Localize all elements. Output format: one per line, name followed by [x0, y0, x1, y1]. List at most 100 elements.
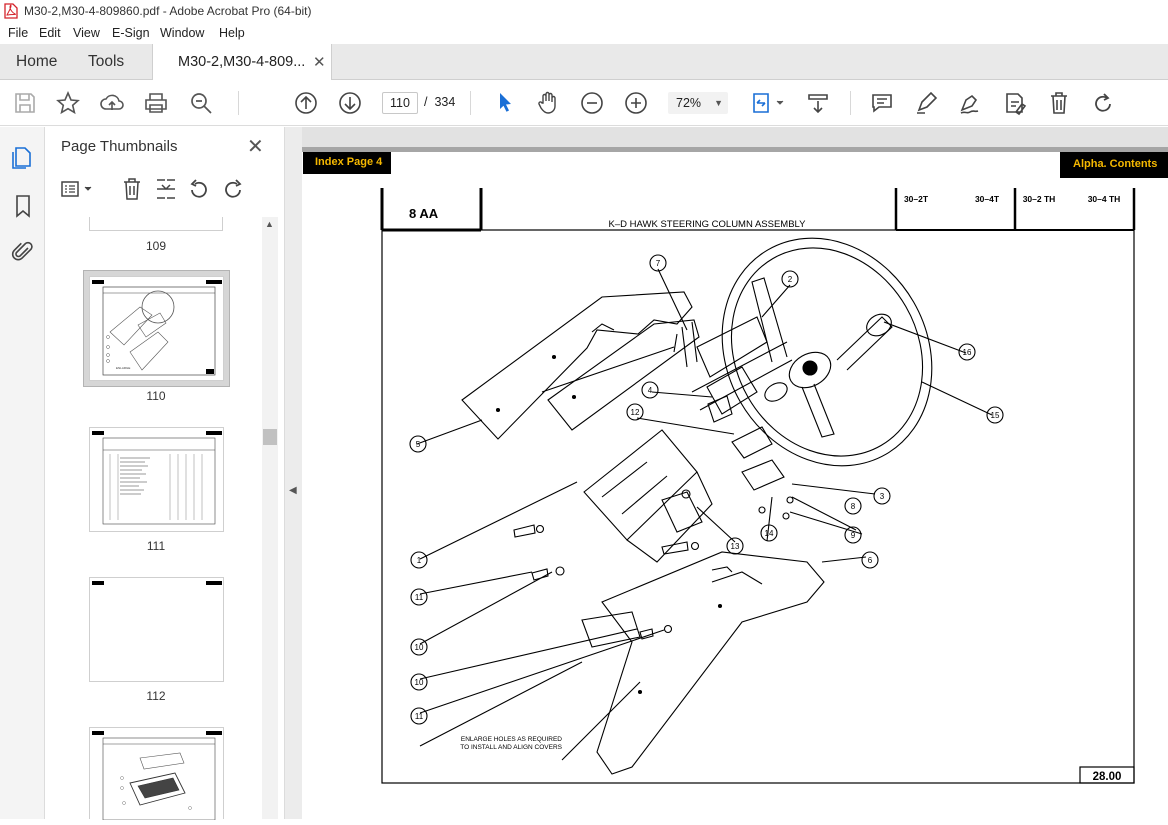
thumbnail-label: 112	[146, 689, 166, 703]
delete-pages-icon[interactable]	[120, 177, 144, 201]
upload-icon[interactable]	[99, 90, 125, 116]
bookmark-star-icon[interactable]	[55, 90, 81, 116]
thumbnails-scrollbar[interactable]: ▲	[262, 217, 278, 819]
model-label: 30–4T	[975, 194, 1000, 204]
callout-label: 2	[788, 275, 793, 284]
zoom-out-icon[interactable]	[579, 90, 605, 116]
extract-pages-icon[interactable]	[154, 177, 178, 201]
close-panel-icon[interactable]: ✕	[247, 136, 264, 158]
page-number-input[interactable]: 110	[382, 92, 418, 114]
callout-label: 8	[851, 502, 856, 511]
edit-pdf-icon[interactable]	[1002, 90, 1028, 116]
toolbar-divider	[470, 91, 471, 115]
acrobat-logo-icon	[4, 3, 18, 19]
panel-splitter[interactable]: ◀	[285, 127, 302, 819]
next-page-icon[interactable]	[337, 90, 363, 116]
select-cursor-icon[interactable]	[492, 90, 518, 116]
callout-label: 13	[731, 542, 740, 551]
menu-view[interactable]: View	[73, 26, 100, 40]
window-title: M30-2,M30-4-809860.pdf - Adobe Acrobat P…	[24, 4, 312, 18]
callout-label: 5	[416, 440, 421, 449]
menu-esign[interactable]: E-Sign	[112, 26, 150, 40]
close-tab-icon[interactable]: ✕	[313, 54, 326, 71]
steering-column-diagram: 7 2 16 15 4 12 5 3 8 9 14 13 6 1 11 10 1…	[380, 188, 1136, 784]
callout-label: 4	[648, 386, 653, 395]
delete-icon[interactable]	[1046, 90, 1072, 116]
tab-bar: Home Tools M30-2,M30-4-809... ✕	[0, 44, 1168, 81]
page-thumbnail-110[interactable]: ENLARGE	[89, 276, 224, 381]
bookmarks-icon[interactable]	[10, 193, 36, 219]
page-count: / 334	[424, 95, 456, 109]
callout-label: 10	[415, 678, 424, 687]
menu-help[interactable]: Help	[219, 26, 245, 40]
callout-label: 10	[415, 643, 424, 652]
page-thumbnail-112[interactable]	[89, 577, 224, 682]
toolbar-divider	[238, 91, 239, 115]
page-thumbnails-icon[interactable]	[10, 145, 36, 171]
callout-label: 3	[880, 492, 885, 501]
thumbnail-label: 111	[146, 539, 166, 553]
tab-home[interactable]: Home	[16, 53, 58, 70]
menu-file[interactable]: File	[8, 26, 29, 40]
tab-tools[interactable]: Tools	[88, 53, 125, 70]
callout-label: 9	[851, 531, 856, 540]
tab-document[interactable]: M30-2,M30-4-809... ✕	[152, 44, 332, 81]
callout-label: 11	[415, 712, 424, 721]
thumbnail-options-menu[interactable]	[60, 177, 96, 201]
fit-page-icon[interactable]	[750, 90, 786, 116]
page-thumbnail-113[interactable]	[89, 727, 224, 821]
print-icon[interactable]	[143, 90, 169, 116]
callout-label: 14	[765, 529, 774, 538]
find-zoom-icon[interactable]	[188, 90, 214, 116]
draw-sign-icon[interactable]	[957, 90, 983, 116]
menu-window[interactable]: Window	[160, 26, 205, 40]
scroll-up-icon[interactable]: ▲	[265, 219, 274, 229]
section-code: 8 AA	[409, 206, 439, 221]
hand-tool-icon[interactable]	[535, 90, 561, 116]
rotate-right-icon[interactable]	[221, 177, 245, 201]
page-thumbnail-111[interactable]	[89, 427, 224, 532]
note-line: TO INSTALL AND ALIGN COVERS	[460, 744, 562, 751]
document-view[interactable]: Index Page 4 Alpha. Contents	[302, 127, 1168, 819]
menu-edit[interactable]: Edit	[39, 26, 61, 40]
pdf-page: Index Page 4 Alpha. Contents	[302, 147, 1168, 819]
panel-title: Page Thumbnails	[61, 138, 178, 155]
model-label: 30–4 TH	[1088, 194, 1121, 204]
toolbar-divider	[850, 91, 851, 115]
thumbnail-label: 109	[145, 239, 167, 253]
index-page-link[interactable]: Index Page 4	[303, 152, 391, 174]
callout-label: 11	[415, 593, 424, 602]
callout-label: 12	[631, 408, 640, 417]
alpha-contents-link[interactable]: Alpha. Contents	[1060, 152, 1168, 178]
left-navigation-rail	[0, 127, 45, 819]
save-icon[interactable]	[12, 90, 38, 116]
rotate-icon[interactable]	[1090, 90, 1116, 116]
menu-bar: File Edit View E-Sign Window Help	[0, 22, 1168, 44]
zoom-in-icon[interactable]	[623, 90, 649, 116]
callout-label: 1	[417, 556, 422, 565]
previous-page-icon[interactable]	[293, 90, 319, 116]
rotate-left-icon[interactable]	[187, 177, 211, 201]
thumbnail-label: 110	[146, 389, 166, 403]
callout-label: 7	[656, 259, 661, 268]
page-number-label: 28.00	[1093, 771, 1122, 783]
note-line: ENLARGE HOLES AS REQUIRED	[461, 736, 562, 743]
scroll-mode-icon[interactable]	[805, 90, 831, 116]
callout-label: 15	[991, 411, 1000, 420]
comment-icon[interactable]	[869, 90, 895, 116]
attachments-icon[interactable]	[10, 239, 36, 265]
page-thumbnails-panel: Page Thumbnails ✕ 109 ENLARGE 110	[45, 127, 285, 821]
model-label: 30–2 TH	[1023, 194, 1056, 204]
callout-label: 16	[963, 348, 972, 357]
document-tab-label: M30-2,M30-4-809...	[178, 54, 306, 70]
chevron-down-icon: ▼	[714, 98, 723, 108]
collapse-panel-icon[interactable]: ◀	[289, 485, 297, 496]
diagram-heading: K–D HAWK STEERING COLUMN ASSEMBLY	[609, 219, 807, 230]
highlight-pen-icon[interactable]	[913, 90, 939, 116]
page-thumbnail-109[interactable]	[89, 217, 223, 231]
zoom-select[interactable]: 72%▼	[668, 92, 728, 114]
callout-label: 6	[868, 556, 873, 565]
toolbar: 110 / 334 72%▼	[0, 80, 1168, 126]
scrollbar-thumb[interactable]	[263, 429, 277, 445]
model-label: 30–2T	[904, 194, 929, 204]
